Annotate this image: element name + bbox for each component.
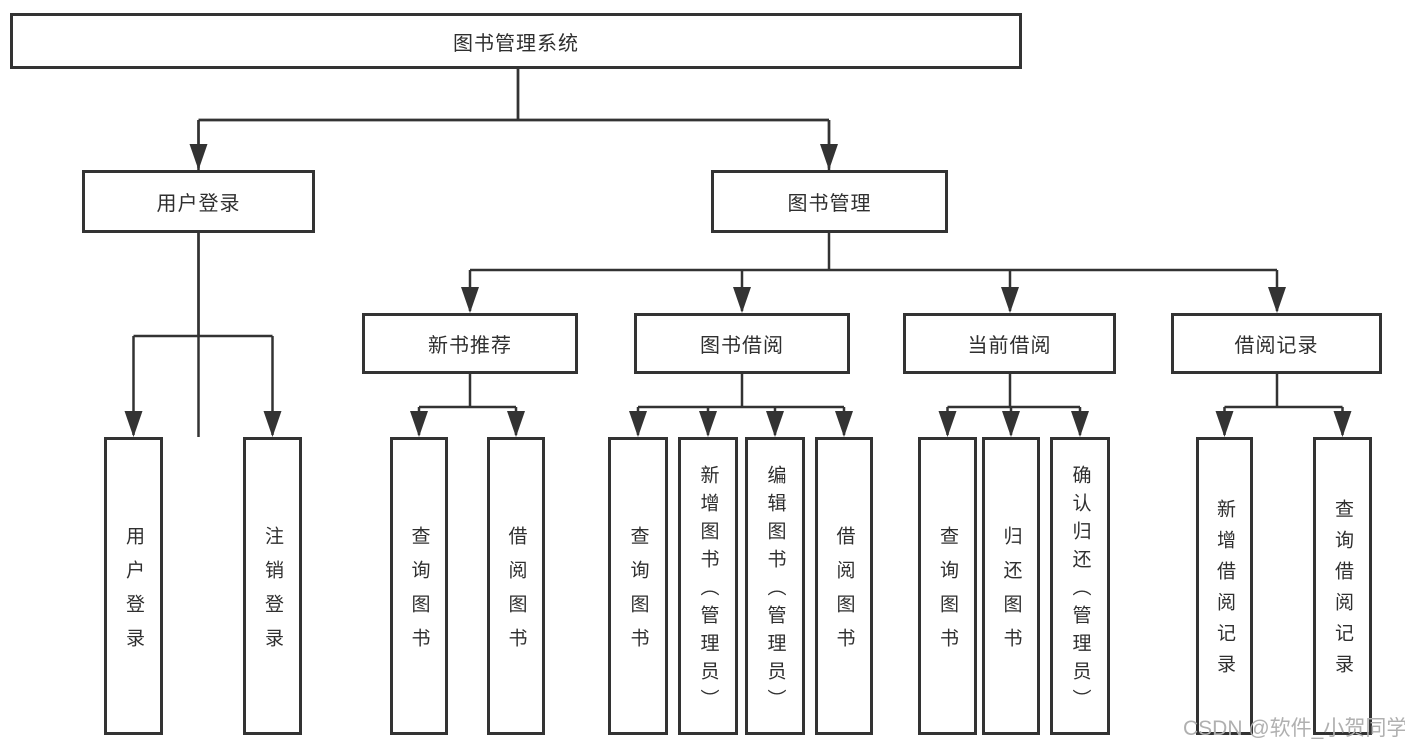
leaf-return-books-label: 归还图书 — [1000, 525, 1022, 662]
leaf-borrow-books-newbooks-label: 借阅图书 — [505, 525, 527, 662]
leaf-borrow-books-borrowing-label: 借阅图书 — [833, 525, 855, 662]
leaf-return-books: 归还图书 — [982, 437, 1040, 735]
leaf-logout-label: 注销登录 — [262, 525, 283, 662]
node-current-borrowing: 当前借阅 — [903, 313, 1116, 374]
leaf-user-login: 用户登录 — [104, 437, 163, 735]
node-book-management: 图书管理 — [711, 170, 948, 233]
leaf-edit-books-admin-label: 编辑图书（管理员） — [764, 464, 786, 717]
leaf-borrow-books-newbooks: 借阅图书 — [487, 437, 545, 735]
csdn-watermark: CSDN @软件_小贺同学 — [1183, 717, 1405, 740]
leaf-query-borrow-record-label: 查询借阅记录 — [1332, 499, 1353, 685]
leaf-query-books-borrowing-label: 查询图书 — [627, 525, 649, 662]
leaf-add-borrow-record-label: 新增借阅记录 — [1214, 499, 1235, 685]
node-borrowing-records: 借阅记录 — [1171, 313, 1382, 374]
node-user-login: 用户登录 — [82, 170, 315, 233]
leaf-add-borrow-record: 新增借阅记录 — [1196, 437, 1253, 735]
leaf-add-books-admin: 新增图书（管理员） — [678, 437, 738, 735]
leaf-borrow-books-borrowing: 借阅图书 — [815, 437, 873, 735]
leaf-user-login-label: 用户登录 — [123, 525, 144, 662]
node-new-book-recommend: 新书推荐 — [362, 313, 578, 374]
leaf-edit-books-admin: 编辑图书（管理员） — [745, 437, 805, 735]
leaf-query-books-borrowing: 查询图书 — [608, 437, 668, 735]
node-book-borrowing: 图书借阅 — [634, 313, 850, 374]
leaf-confirm-return-admin-label: 确认归还（管理员） — [1069, 464, 1091, 717]
leaf-query-books-current: 查询图书 — [918, 437, 977, 735]
leaf-query-books-current-label: 查询图书 — [937, 525, 958, 662]
leaf-add-books-admin-label: 新增图书（管理员） — [697, 464, 719, 717]
leaf-confirm-return-admin: 确认归还（管理员） — [1050, 437, 1110, 735]
node-library-system: 图书管理系统 — [10, 13, 1022, 69]
leaf-query-books-newbooks-label: 查询图书 — [408, 525, 430, 662]
leaf-query-borrow-record: 查询借阅记录 — [1313, 437, 1372, 735]
leaf-query-books-newbooks: 查询图书 — [390, 437, 448, 735]
leaf-logout: 注销登录 — [243, 437, 302, 735]
